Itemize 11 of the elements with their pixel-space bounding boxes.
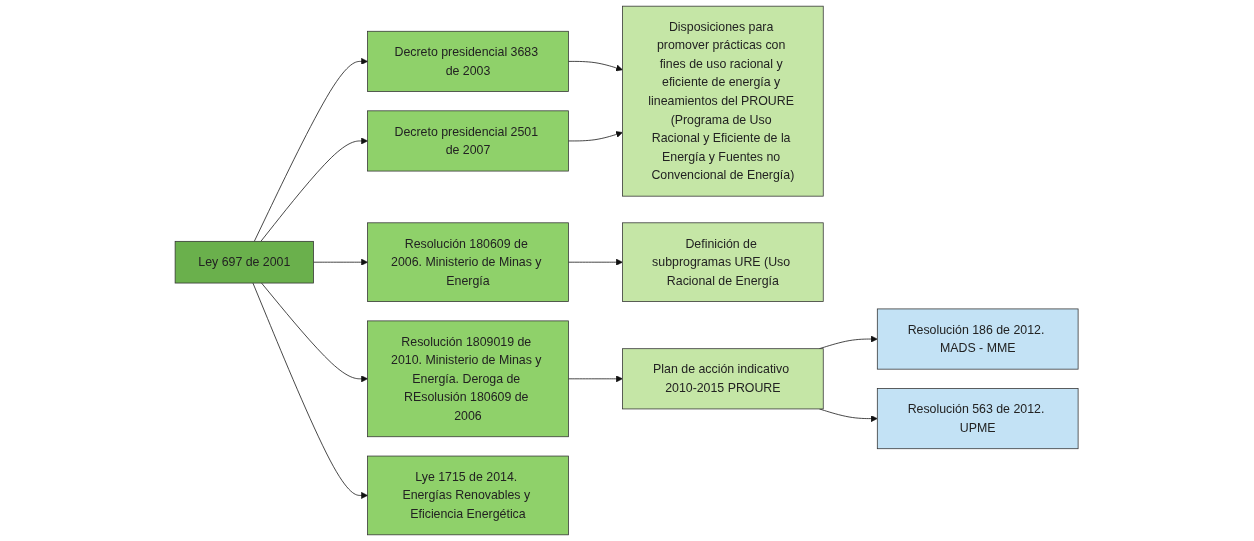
node-box: Lye 1715 de 2014. Energías Renovables y Eficiencia Energética	[367, 455, 570, 536]
node-box: Definición de subprogramas URE (Uso Racional de Energía	[622, 222, 825, 302]
node-box: Resolución 563 de 2012. UPME	[877, 388, 1079, 450]
node-box: Plan de acción indicativo 2010-2015 PROURE	[622, 348, 825, 410]
node-box: Decreto presidencial 2501 de 2007	[367, 110, 570, 172]
node-box: Resolución 180609 de 2006. Ministerio de Minas y Energía	[367, 222, 570, 302]
node-box: Decreto presidencial 3683 de 2003	[367, 30, 570, 92]
node-box: Resolución 186 de 2012. MADS - MME	[877, 308, 1079, 370]
node-box: Disposiciones para promover prácticas con fines de uso racional y eficiente de energía y lineamientos del PROURE (Programa de Uso Racional y Eficiente de la Energía y Fuentes no Convencional de Energía)	[622, 5, 825, 197]
node-box: Ley 697 de 2001	[175, 240, 315, 284]
node-box: Resolución 1809019 de 2010. Ministerio de Minas y Energía. Deroga de REsolusión 180609 de 2006	[367, 320, 570, 438]
